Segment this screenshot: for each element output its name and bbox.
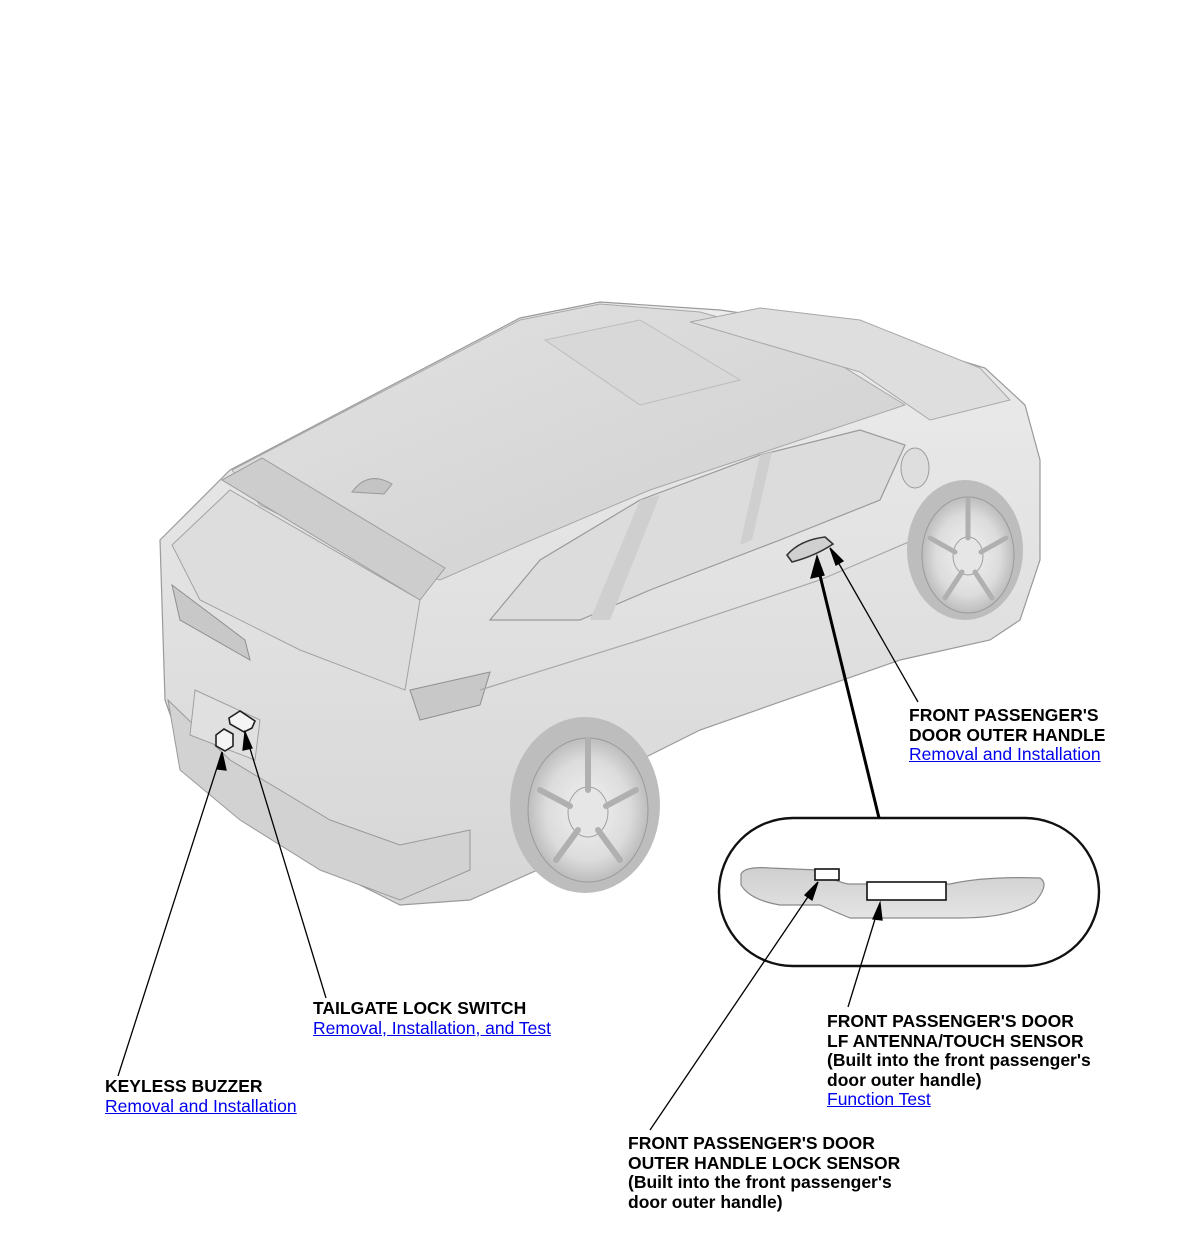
arrowhead-tailgate xyxy=(242,729,253,751)
leader-lines xyxy=(117,547,919,1131)
callout-label-line: (Built into the front passenger's xyxy=(827,1050,1091,1070)
vehicle-hood xyxy=(689,307,1011,421)
vehicle-roof-antenna xyxy=(351,478,393,495)
leader-line-handle xyxy=(829,547,919,703)
vehicle-rear-window xyxy=(171,489,421,691)
vehicle-c-pillar xyxy=(740,452,772,545)
vehicle-license-recess xyxy=(189,689,261,761)
arrowhead-buzzer xyxy=(216,751,227,771)
vehicle-side-crease xyxy=(479,519,961,691)
tailgate-lock-switch-part xyxy=(228,710,256,733)
callout-door-outer-handle: FRONT PASSENGER'S DOOR OUTER HANDLE Remo… xyxy=(909,705,1106,765)
vehicle-rear-bumper xyxy=(167,698,471,901)
leader-line-lock xyxy=(649,881,819,1131)
leader-line-tailgate xyxy=(244,731,327,999)
vehicle-front-wheel xyxy=(907,480,1023,620)
callout-keyless-buzzer: KEYLESS BUZZER Removal and Installation xyxy=(105,1076,297,1116)
vehicle-sunroof xyxy=(543,319,742,406)
callout-handle-lock-sensor: FRONT PASSENGER'S DOOR OUTER HANDLE LOCK… xyxy=(628,1133,901,1212)
arrowhead-handle xyxy=(829,547,845,566)
callout-label-line: LF ANTENNA/TOUCH SENSOR xyxy=(827,1030,1084,1051)
vehicle-tail-light-right xyxy=(409,671,491,721)
arrowhead-inset xyxy=(810,553,825,579)
callout-antenna-touch-sensor: FRONT PASSENGER'S DOOR LF ANTENNA/TOUCH … xyxy=(827,1011,1091,1110)
callout-label-line: (Built into the front passenger's xyxy=(628,1172,892,1192)
door-outer-handle-on-vehicle xyxy=(785,536,835,563)
vehicle-side-windows xyxy=(488,429,906,621)
callout-label-line: OUTER HANDLE LOCK SENSOR xyxy=(628,1152,901,1173)
tailgate-switch-removal-link[interactable]: Removal, Installation, and Test xyxy=(313,1017,552,1038)
callout-label-line: TAILGATE LOCK SWITCH xyxy=(313,998,527,1018)
vehicle-b-pillar xyxy=(590,495,660,620)
callout-label-line: DOOR OUTER HANDLE xyxy=(909,724,1106,745)
inset-antenna-sensor xyxy=(866,881,947,901)
keyless-buzzer-removal-link[interactable]: Removal and Installation xyxy=(105,1095,297,1116)
vehicle-illustration xyxy=(159,301,1041,906)
vehicle-tail-light-left xyxy=(171,583,251,662)
door-handle-removal-link[interactable]: Removal and Installation xyxy=(909,744,1101,764)
leader-line-buzzer xyxy=(117,751,223,1077)
callout-label-line: KEYLESS BUZZER xyxy=(105,1076,263,1096)
vehicle-fuel-door xyxy=(900,447,930,489)
callout-label-line: FRONT PASSENGER'S DOOR xyxy=(827,1011,1074,1031)
callout-tailgate-lock-switch: TAILGATE LOCK SWITCH Removal, Installati… xyxy=(313,998,552,1038)
arrowhead-antenna xyxy=(872,900,883,921)
keyless-buzzer-part xyxy=(215,728,234,752)
callout-label-line: FRONT PASSENGER'S DOOR xyxy=(628,1133,875,1153)
antenna-sensor-function-test-link[interactable]: Function Test xyxy=(827,1089,931,1109)
callout-label-line: door outer handle) xyxy=(827,1069,982,1090)
leader-line-inset xyxy=(815,562,881,819)
inset-lock-sensor xyxy=(814,868,840,881)
callout-label-line: FRONT PASSENGER'S xyxy=(909,705,1099,725)
arrowhead-lock xyxy=(803,881,819,902)
vehicle-rear-wheel xyxy=(510,717,660,893)
vehicle-rear-spoiler xyxy=(221,457,446,601)
callout-label-line: door outer handle) xyxy=(628,1191,783,1212)
leader-line-antenna xyxy=(847,902,881,1008)
door-handle-detail-inset xyxy=(717,816,1101,968)
